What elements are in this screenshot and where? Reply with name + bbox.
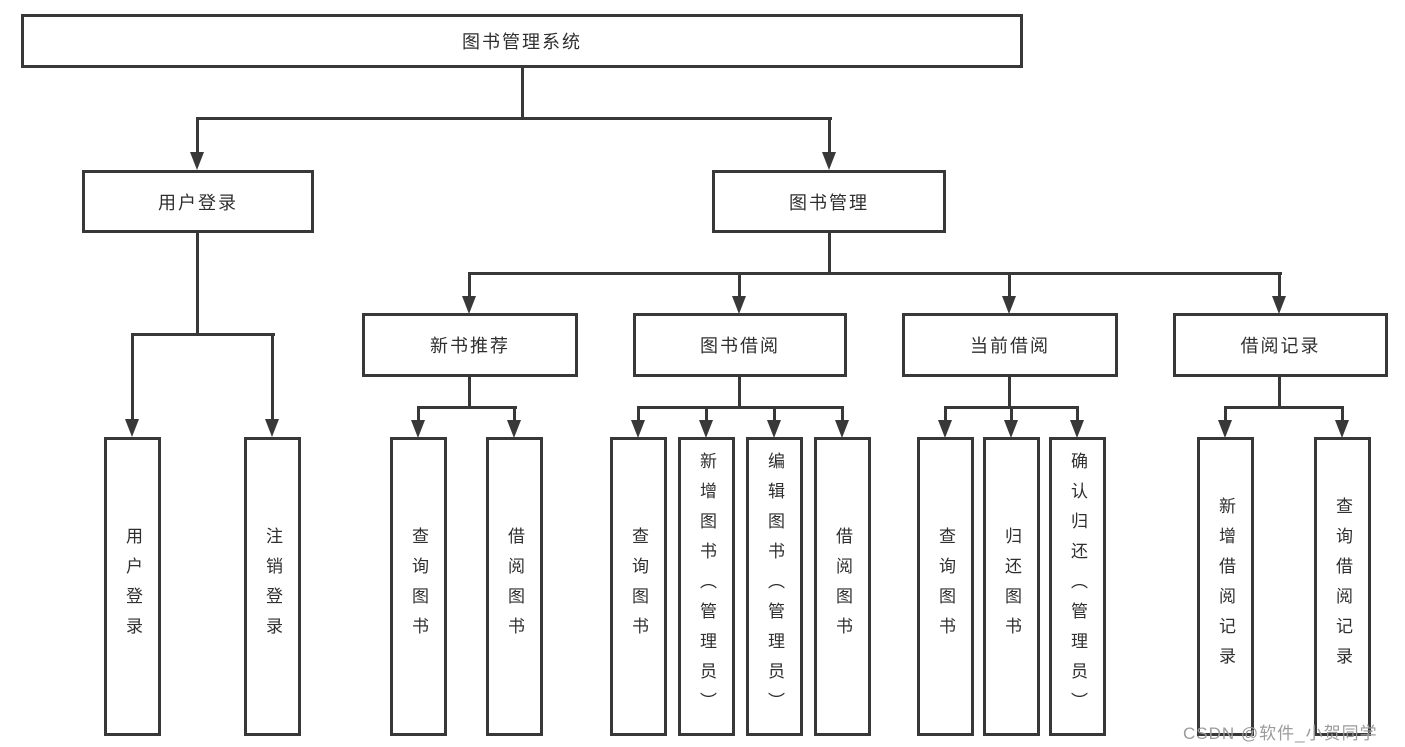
connector-records-crossbar — [1224, 406, 1344, 409]
node-label: 图书管理系统 — [462, 32, 582, 52]
arrow-down-leaf — [507, 420, 521, 438]
node-label: 查询借阅记录 — [1333, 496, 1352, 677]
leaf-logout: 注销登录 — [244, 437, 301, 736]
connector-user-login-stem — [196, 231, 199, 336]
node-label: 借阅图书 — [505, 526, 524, 647]
leaf-query-books-recommend: 查询图书 — [390, 437, 447, 736]
arrow-down-leaf — [1004, 420, 1018, 438]
node-label: 当前借阅 — [970, 336, 1050, 356]
node-label: 查询图书 — [409, 526, 428, 647]
connector-current-stem — [1008, 375, 1011, 408]
connector-root-stem — [521, 66, 524, 120]
leaf-borrow-books-recommend: 借阅图书 — [486, 437, 543, 736]
arrow-down-book-mgmt — [822, 152, 836, 170]
connector-leaf-stem — [1076, 406, 1079, 422]
arrow-down-user-login — [190, 152, 204, 170]
arrow-down-leaf — [631, 420, 645, 438]
node-label: 查询图书 — [629, 526, 648, 647]
node-borrowing-records: 借阅记录 — [1173, 313, 1388, 377]
node-root-library-management-system: 图书管理系统 — [21, 14, 1023, 68]
connector-leaf-stem — [773, 406, 776, 422]
node-label: 归还图书 — [1002, 526, 1021, 647]
leaf-add-books-admin: 新增图书（管理员） — [678, 437, 735, 736]
connector-borrowing-stem — [738, 375, 741, 408]
connector-leaf-stem — [705, 406, 708, 422]
connector-to-leaf-logout — [271, 333, 274, 421]
leaf-return-books: 归还图书 — [983, 437, 1040, 736]
csdn-watermark: CSDN @软件_小贺同学 — [1183, 724, 1378, 743]
node-current-borrowing: 当前借阅 — [902, 313, 1118, 377]
leaf-query-books-borrowing: 查询图书 — [610, 437, 667, 736]
connector-user-login-crossbar — [131, 333, 275, 336]
node-label: 新书推荐 — [430, 336, 510, 356]
node-new-book-recommendation: 新书推荐 — [362, 313, 578, 377]
leaf-query-borrow-record: 查询借阅记录 — [1314, 437, 1371, 736]
connector-root-crossbar — [196, 117, 832, 120]
arrow-down-recommend — [462, 296, 476, 314]
connector-leaf-stem — [841, 406, 844, 422]
node-label: 新增借阅记录 — [1216, 496, 1235, 677]
connector-leaf-stem — [1341, 406, 1344, 422]
arrow-down-leaf — [1218, 420, 1232, 438]
node-label: 用户登录 — [158, 192, 238, 213]
node-label: 新增图书（管理员） — [697, 451, 716, 722]
connector-leaf-stem — [417, 406, 420, 422]
connector-leaf-stem — [637, 406, 640, 422]
node-label: 借阅记录 — [1240, 336, 1321, 356]
connector-records-stem — [1278, 375, 1281, 408]
arrow-down-leaf — [938, 420, 952, 438]
node-user-login: 用户登录 — [82, 170, 314, 233]
connector-to-recommend — [468, 272, 471, 298]
connector-leaf-stem — [944, 406, 947, 422]
connector-to-borrowing — [738, 272, 741, 298]
node-label: 用户登录 — [123, 526, 142, 647]
node-book-management: 图书管理 — [712, 170, 946, 233]
arrow-down-leaf — [699, 420, 713, 438]
arrow-down-leaf — [767, 420, 781, 438]
connector-to-records — [1278, 272, 1281, 298]
node-label: 借阅图书 — [833, 526, 852, 647]
leaf-edit-books-admin: 编辑图书（管理员） — [746, 437, 803, 736]
arrow-down-borrowing — [732, 296, 746, 314]
arrow-down-records — [1272, 296, 1286, 314]
leaf-borrow-books-borrowing: 借阅图书 — [814, 437, 871, 736]
leaf-query-books-current: 查询图书 — [917, 437, 974, 736]
node-label: 图书管理 — [789, 192, 869, 213]
connector-to-leaf-login — [131, 333, 134, 421]
arrow-down-leaf — [835, 420, 849, 438]
leaf-user-login: 用户登录 — [104, 437, 161, 736]
connector-to-current — [1008, 272, 1011, 298]
connector-leaf-stem — [513, 406, 516, 422]
leaf-add-borrow-record: 新增借阅记录 — [1197, 437, 1254, 736]
arrow-down-leaf — [1070, 420, 1084, 438]
arrow-down-leaf-logout — [265, 419, 279, 437]
arrow-down-leaf — [411, 420, 425, 438]
node-label: 查询图书 — [936, 526, 955, 647]
node-book-borrowing: 图书借阅 — [633, 313, 847, 377]
connector-to-user-login — [196, 117, 199, 154]
node-label: 编辑图书（管理员） — [765, 451, 784, 722]
connector-book-mgmt-stem — [828, 231, 831, 275]
connector-recommend-crossbar — [417, 406, 517, 409]
node-label: 图书借阅 — [700, 336, 780, 356]
connector-leaf-stem — [1010, 406, 1013, 422]
arrow-down-leaf-login — [125, 419, 139, 437]
connector-to-book-mgmt — [828, 117, 831, 154]
arrow-down-leaf — [1335, 420, 1349, 438]
connector-borrowing-crossbar — [637, 406, 844, 409]
leaf-confirm-return-admin: 确认归还（管理员） — [1049, 437, 1106, 736]
connector-book-mgmt-crossbar — [468, 272, 1282, 275]
connector-recommend-stem — [468, 375, 471, 408]
node-label: 注销登录 — [263, 526, 282, 647]
connector-leaf-stem — [1224, 406, 1227, 422]
arrow-down-current — [1002, 296, 1016, 314]
node-label: 确认归还（管理员） — [1068, 451, 1087, 722]
